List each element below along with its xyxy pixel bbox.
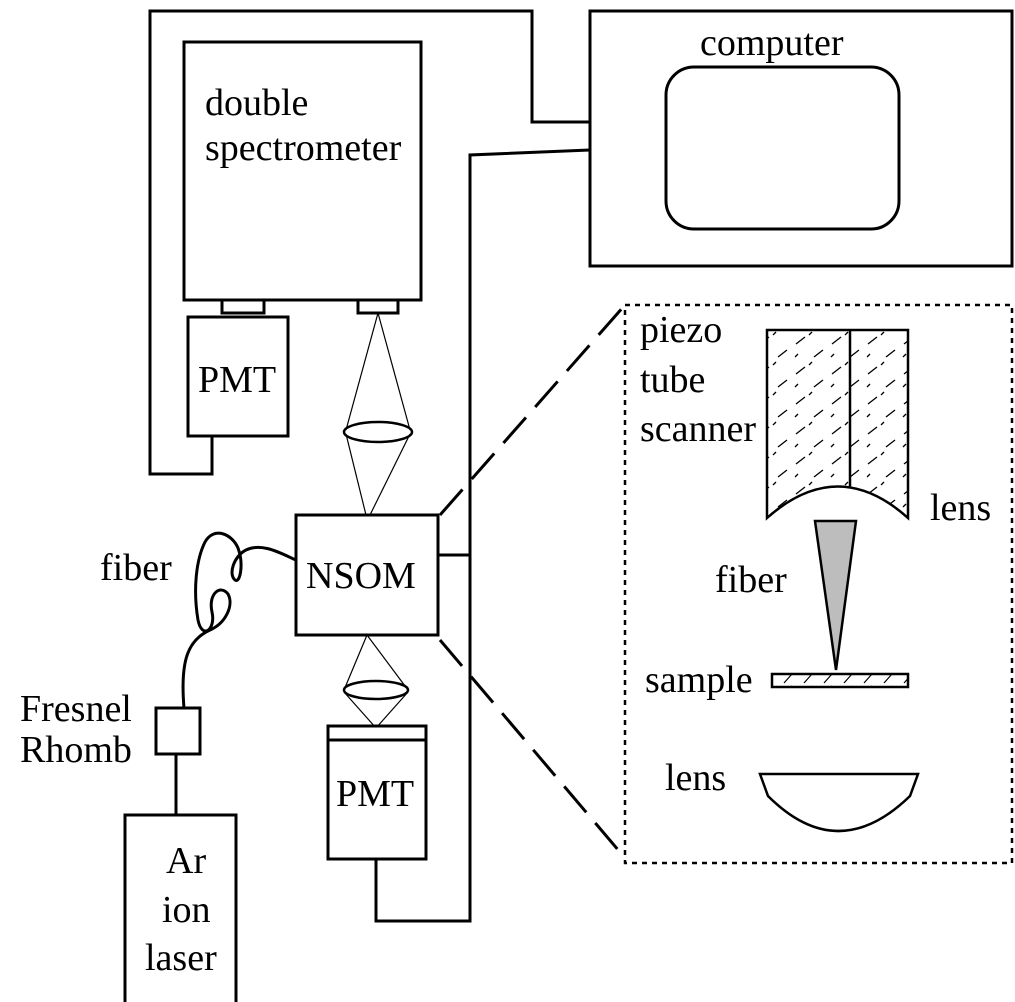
cable-nsom-computer (438, 148, 591, 557)
fresnel-label-line2: Rhomb (20, 729, 132, 771)
laser-label-line2: ion (162, 889, 211, 931)
beam-bottom-2 (366, 634, 409, 691)
fiber-tip (813, 519, 858, 671)
spectrometer-port-right (356, 298, 400, 315)
pmt-top-label: PMT (198, 359, 276, 401)
laser-label-line3: laser (145, 937, 217, 979)
spectrometer-label-line1: double (205, 82, 308, 124)
cable-pmt-bottom-computer (374, 555, 472, 923)
pmt-bottom-label: PMT (336, 773, 414, 815)
beam-upper-left (345, 312, 379, 431)
beam-bottom-4 (375, 691, 409, 729)
pmt-top-box (186, 315, 290, 438)
piezo-tube-scanner (765, 328, 910, 521)
spectrometer-port-left (220, 298, 266, 315)
fresnel-rhomb-box (154, 706, 202, 756)
ar-ion-laser-box (123, 813, 238, 1002)
laser-label-line1: Ar (166, 840, 206, 882)
lens-lower-optical-path (342, 679, 410, 701)
computer-screen (664, 65, 901, 231)
beam-upper-right (377, 312, 411, 431)
sample-label: sample (645, 659, 753, 701)
optical-fiber (181, 531, 297, 709)
beam-bottom-1 (343, 634, 368, 691)
piezo-label-line2: tube (640, 359, 705, 401)
fresnel-label-line1: Fresnel (20, 688, 132, 730)
beam-lower-left (345, 433, 367, 516)
beam-lower-right (369, 433, 411, 516)
inset-lens-lower (758, 772, 920, 833)
zoom-line-top (438, 304, 627, 516)
nsom-label: NSOM (306, 555, 416, 597)
fiber-left-label: fiber (100, 547, 172, 589)
inset-lens-lower-label: lens (665, 757, 726, 799)
zoom-line-bottom (438, 639, 627, 859)
piezo-label-line3: scanner (640, 408, 756, 450)
beam-bottom-3 (343, 691, 377, 729)
pmt-bottom-window (326, 724, 428, 742)
inset-lens-upper-label: lens (930, 487, 991, 529)
cable-pmt-top-computer (148, 9, 590, 476)
inset-box (623, 303, 1014, 865)
inset-fiber-label: fiber (715, 559, 787, 601)
spectrometer-label-line2: spectrometer (205, 127, 402, 169)
piezo-label-line1: piezo (640, 309, 722, 351)
pmt-bottom-box (326, 738, 428, 861)
lens-upper-optical-path (342, 420, 414, 444)
double-spectrometer-box (182, 40, 423, 302)
sample-slide (770, 672, 910, 689)
computer-label: computer (700, 22, 844, 64)
